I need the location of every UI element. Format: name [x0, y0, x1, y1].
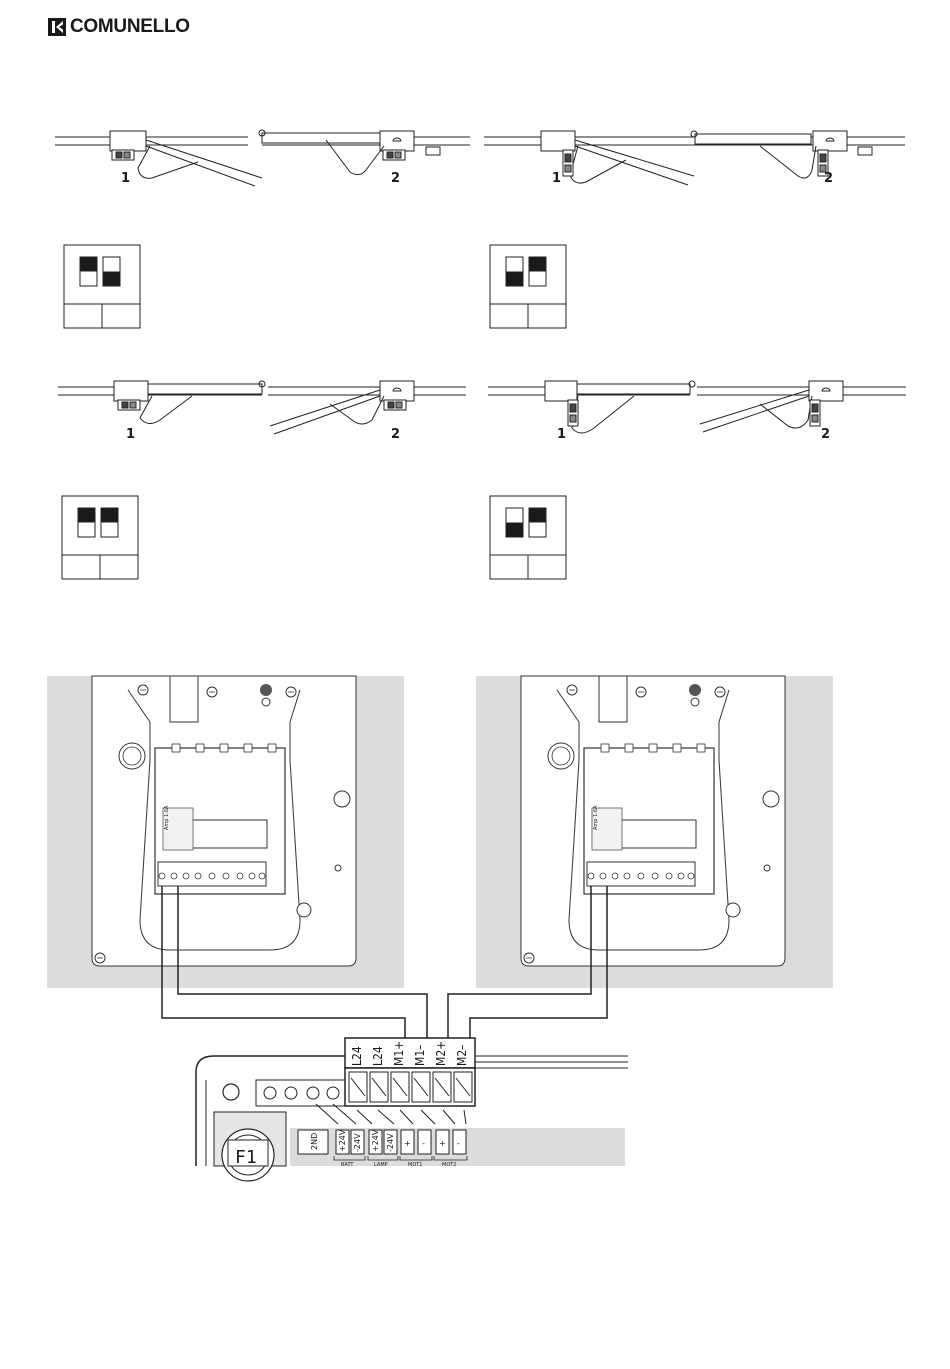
group-label: BATT	[341, 1162, 354, 1168]
terminal-label: M2+	[434, 1041, 448, 1066]
panel-label: Amp 1.6A	[593, 805, 599, 830]
dip-switch-knob	[80, 257, 97, 271]
gate-diagram-5	[58, 381, 265, 424]
group-label: MOT2	[442, 1162, 457, 1168]
gate-diagram-7	[488, 381, 695, 433]
board-label: -	[422, 1139, 425, 1148]
terminal-label: L24	[371, 1046, 385, 1066]
dip-switch-knob	[529, 257, 546, 271]
motor-label: 1	[557, 427, 566, 442]
dip-switch-box-2	[490, 245, 566, 328]
motor-label: 2	[821, 427, 830, 442]
gate-diagram-1	[55, 131, 262, 186]
motor-panel-left: Amp 1.6A	[47, 676, 427, 1040]
motor-label: 2	[391, 171, 400, 186]
group-label: LAMP	[374, 1162, 388, 1168]
gate-diagram-6	[268, 381, 466, 434]
gate-diagram-8	[697, 381, 906, 432]
board-label: +	[439, 1139, 446, 1148]
dip-switch-box-1	[64, 245, 140, 328]
motor-label: 1	[126, 427, 135, 442]
dip-switch-knob	[101, 508, 118, 522]
motor-panel-right: Amp 1.6A	[448, 676, 833, 1040]
board-label: +24V	[338, 1129, 347, 1152]
gate-diagram-2	[259, 130, 470, 175]
motor-label: 1	[552, 171, 561, 186]
gate-diagram-4	[690, 131, 905, 178]
control-board: F1 L24 L24 M1+ M1– M2+ M2–	[196, 1038, 628, 1181]
motor-label: 2	[824, 171, 833, 186]
terminal-label: L24	[350, 1046, 364, 1066]
dip-switch-knob	[506, 523, 523, 537]
group-label: MOT1	[408, 1162, 423, 1168]
dip-switch-box-4	[490, 496, 566, 579]
motor-label: 2	[391, 427, 400, 442]
fuse-label: F1	[235, 1147, 257, 1168]
board-label: -24V	[353, 1133, 362, 1152]
panel-label: Amp 1.6A	[164, 805, 170, 830]
board-label: -24V	[386, 1133, 395, 1152]
dip-switch-knob	[103, 272, 120, 286]
dip-switch-box-3	[62, 496, 138, 579]
board-label: +	[404, 1139, 411, 1148]
motor-label: 1	[121, 171, 130, 186]
dip-switch-knob	[78, 508, 95, 522]
dip-switch-knob	[529, 508, 546, 522]
terminal-label: M2–	[455, 1044, 469, 1066]
terminal-label: M1+	[392, 1041, 406, 1066]
dip-switch-knob	[506, 272, 523, 286]
board-label: -	[457, 1139, 460, 1148]
terminal-label: M1–	[413, 1044, 427, 1066]
board-label: 2ND	[310, 1133, 319, 1150]
board-label: +24V	[371, 1129, 380, 1152]
gate-diagram-3	[484, 131, 694, 185]
